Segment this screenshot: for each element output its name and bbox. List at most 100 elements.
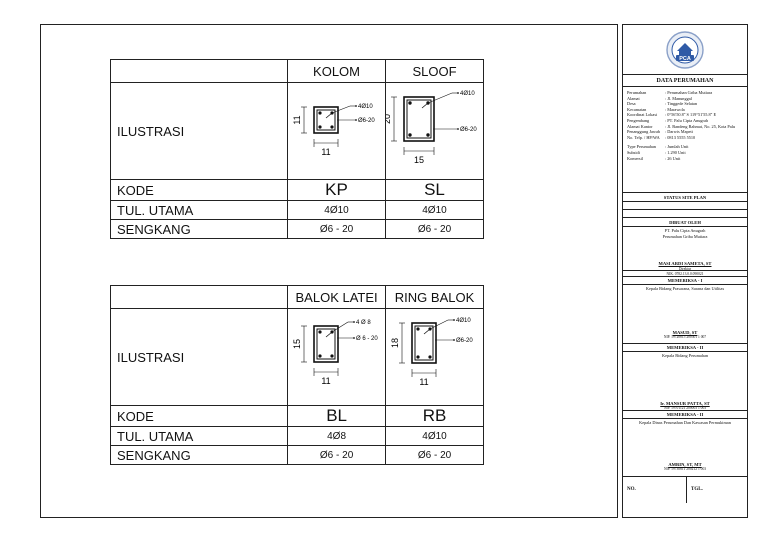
balok-latei-code: BL	[287, 405, 387, 427]
header-empty-cell	[109, 59, 289, 83]
check-1-office: Kepala Bidang Prasarana, Sarana dan Util…	[645, 286, 725, 291]
check-1-block: Kepala Bidang Prasarana, Sarana dan Util…	[623, 285, 747, 344]
housing-data-value: : PT. Palu Cipta Anugrah	[665, 117, 709, 123]
housing-data-row: Pengembang : PT. Palu Cipta Anugrah	[627, 118, 743, 124]
signer-4-number: NIP. 19730611 200212 1 003	[663, 467, 707, 472]
column-header-ring-balok: RING BALOK	[385, 285, 484, 309]
housing-data-value: : Jl. Bandeng Rahmat, No. 25, Kota Palu	[665, 123, 736, 129]
housing-data-row: Komersil : 26 Unit	[627, 156, 743, 162]
sloof-main-rebar-label: 4Ø10	[460, 91, 475, 97]
kolom-code: KP	[287, 179, 386, 201]
kolom-height-dimension: 11	[292, 115, 302, 124]
housing-data-key: Pengembang	[627, 117, 650, 123]
housing-data-key: Type Perumahan	[627, 144, 656, 150]
signer-1-role: Direktur	[678, 266, 692, 271]
housing-data-value: : 0°56'50.8" S 119°51'55.8" E	[665, 112, 717, 118]
housing-data-row: Penanggung Jawab : Darwis Mapeti	[627, 129, 743, 135]
balok-latei-illustration-cell: 4 Ø 8 Ø 6 - 20 11 15	[287, 308, 387, 406]
ring-balok-height-dimension: 18	[390, 338, 400, 348]
check-3-office: Kepala Dinas Perumahan Dan Kawasan Permu…	[639, 420, 731, 425]
housing-data-row: Alamat: Jl. Manunggal	[627, 96, 743, 102]
housing-data-key: Alamat Kantor	[627, 123, 653, 129]
illustration-row: ILUSTRASI	[109, 82, 485, 180]
balok-latei-main-rebar-label: 4 Ø 8	[356, 320, 371, 326]
ring-balok-main-rebar: 4Ø10	[385, 426, 484, 446]
kolom-width-dimension: 11	[321, 147, 330, 157]
footer-no: NO.	[623, 477, 687, 503]
kolom-illustration-cell: 4Ø10 Ø6-20 11 11	[287, 82, 386, 180]
row-label-stirrup: SENGKANG	[109, 445, 289, 465]
status-empty-row	[623, 202, 747, 210]
sloof-main-rebar: 4Ø10	[384, 200, 485, 220]
signer-2-number: NIP. 19720815 200501 1 007	[663, 335, 707, 340]
kolom-section-drawing: 4Ø10 Ø6-20 11 11	[292, 104, 375, 157]
housing-data-value: : 1.290 Unit	[665, 149, 686, 155]
main-rebar-row: TUL. UTAMA 4Ø10 4Ø10	[109, 200, 485, 220]
check-2-heading: MEMERIKSA - II	[623, 344, 747, 352]
housing-data-value: : Jumlah Unit	[665, 144, 689, 150]
balok-latei-height-dimension: 15	[292, 339, 302, 349]
ring-balok-stirrup-label: Ø6-20	[456, 338, 473, 344]
sloof-section-drawing: 4Ø10 Ø6-20 15 20	[386, 91, 477, 165]
table-header-row: KOLOM SLOOF	[109, 59, 485, 83]
housing-data-row: Koordinat Lokasi : 0°56'50.8" S 119°51'55…	[627, 112, 743, 118]
made-by-heading: DIBUAT OLEH	[623, 218, 747, 227]
stirrup-row: SENGKANG Ø6 - 20 Ø6 - 20	[109, 445, 484, 465]
signer-3-name: Ir. MANSUR PATTA, ST	[660, 400, 710, 406]
housing-data-value: : 26 Unit	[665, 155, 681, 161]
data-heading: DATA PERUMAHAN	[623, 75, 747, 87]
sloof-height-dimension: 20	[386, 114, 392, 124]
ring-balok-section-drawing: 4Ø10 Ø6-20 11 18	[390, 318, 473, 387]
housing-data-row: Desa: Tinggede Selatan	[627, 101, 743, 107]
check-1-heading: MEMERIKSA - I	[623, 277, 747, 285]
made-by-company: PT. Palu Cipta Anugrah	[664, 228, 706, 233]
table-header-row: BALOK LATEI RING BALOK	[109, 285, 484, 309]
sloof-width-dimension: 15	[414, 155, 424, 165]
housing-data-row: Alamat Kantor : Jl. Bandeng Rahmat, No. 2…	[627, 124, 743, 130]
housing-data-key: Koordinat Lokasi	[627, 112, 658, 118]
sloof-stirrup-label: Ø6-20	[460, 127, 477, 133]
kolom-main-rebar: 4Ø10	[287, 200, 386, 220]
made-by-block: PT. Palu Cipta Anugrah Perumahan Griba M…	[623, 227, 747, 271]
housing-data-row: Kecamatan : Marawola	[627, 107, 743, 113]
housing-data-value: : Perumahan Griba Mutiara	[665, 90, 713, 95]
row-label-main-rebar: TUL. UTAMA	[109, 200, 289, 220]
housing-data-row: Perumahan: Perumahan Griba Mutiara	[627, 90, 743, 96]
ring-balok-stirrup: Ø6 - 20	[385, 445, 484, 465]
row-label-code: KODE	[109, 179, 289, 201]
housing-data-key: Penanggung Jawab	[627, 129, 661, 135]
check-3-heading: MEMERIKSA - II	[623, 411, 747, 419]
ring-balok-code: RB	[385, 405, 484, 427]
column-header-kolom: KOLOM	[287, 59, 386, 83]
balok-latei-section-drawing: 4 Ø 8 Ø 6 - 20 11 15	[292, 320, 378, 386]
status-empty-row-2	[623, 210, 747, 218]
code-row: KODE BL RB	[109, 405, 484, 427]
made-by-project: Perumahan Griba Mutiara	[662, 233, 708, 239]
housing-data-row: Subsidi: 1.290 Unit	[627, 150, 743, 156]
sloof-stirrup: Ø6 - 20	[384, 219, 485, 239]
housing-data-key: Alamat	[627, 95, 640, 101]
row-label-code: KODE	[109, 405, 289, 427]
balok-latei-main-rebar: 4Ø8	[287, 426, 387, 446]
row-label-illustration: ILUSTRASI	[109, 82, 289, 180]
status-heading: STATUS SITE PLAN	[623, 193, 747, 202]
signer-4-name: AMRIN, ST, MT	[668, 461, 702, 467]
housing-data-key: No. Telp. / HP/WA	[627, 134, 660, 140]
stirrup-row: SENGKANG Ø6 - 20 Ø6 - 20	[109, 219, 485, 239]
housing-data-row: No. Telp. / HP/WA: 0813 5555 5510	[627, 135, 743, 141]
drawing-sheet: KOLOM SLOOF ILUSTRASI	[40, 24, 618, 518]
row-label-illustration: ILUSTRASI	[109, 308, 289, 406]
balok-latei-width-dimension: 11	[321, 376, 330, 386]
housing-data-key: Kecamatan	[627, 106, 647, 112]
column-header-sloof: SLOOF	[384, 59, 485, 83]
kolom-stirrup-label: Ø6-20	[358, 118, 375, 124]
signer-1-name: MASI ARDI SAMETA, ST	[658, 261, 712, 267]
balok-latei-stirrup-label: Ø 6 - 20	[356, 336, 378, 342]
housing-data-value: : Darwis Mapeti	[665, 129, 693, 135]
housing-data-value: : Marawola	[665, 106, 685, 112]
logo-text: PCA	[679, 56, 691, 62]
housing-data-key: Komersil	[627, 155, 643, 161]
title-block: PCA DATA PERUMAHAN Perumahan: Perumahan …	[622, 24, 748, 518]
section-table-bottom: BALOK LATEI RING BALOK ILUSTRASI	[109, 285, 484, 465]
footer-date: TGL.	[691, 487, 703, 492]
